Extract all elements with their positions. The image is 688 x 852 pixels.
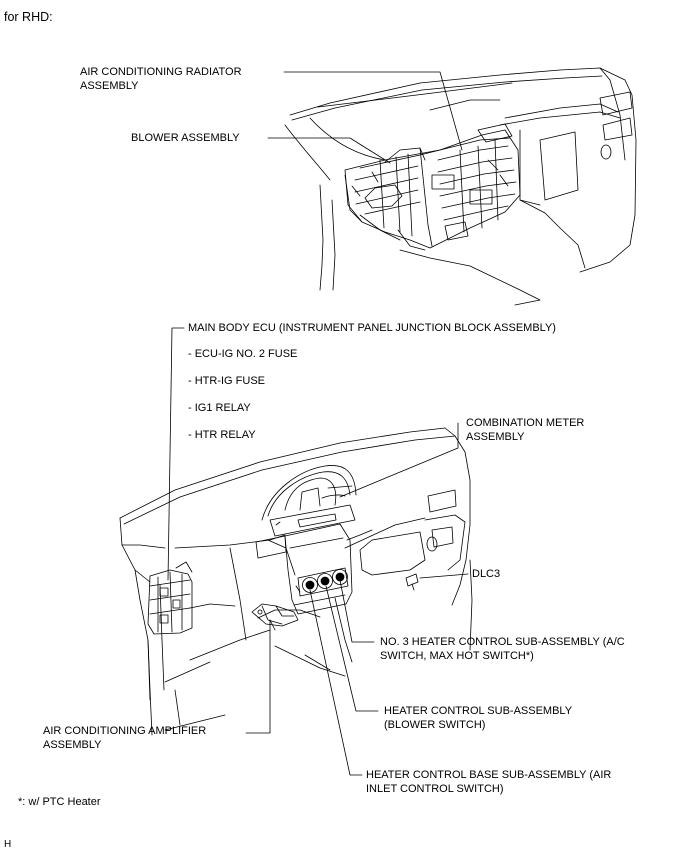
heater-control-base-label-line1: HEATER CONTROL BASE SUB-ASSEMBLY (AIR bbox=[366, 769, 612, 781]
heater-knob-left bbox=[302, 577, 318, 593]
bottom-leader-lines bbox=[167, 327, 469, 776]
ac-amplifier-label-line2: ASSEMBLY bbox=[43, 739, 102, 751]
combination-meter-drawing bbox=[261, 465, 357, 537]
bottom-dashboard-outline bbox=[119, 427, 473, 736]
radiator-label-line2: ASSEMBLY bbox=[80, 80, 139, 92]
footnote: *: w/ PTC Heater bbox=[18, 796, 101, 808]
ecu-ig-fuse-label: - ECU-IG NO. 2 FUSE bbox=[188, 348, 298, 360]
hvac-assembly-drawing bbox=[344, 123, 521, 251]
top-leader-lines bbox=[267, 71, 463, 164]
htr-ig-fuse-label: - HTR-IG FUSE bbox=[188, 375, 265, 387]
ac-amplifier-label-line1: AIR CONDITIONING AMPLIFIER bbox=[43, 725, 207, 737]
center-console-drawing bbox=[284, 523, 353, 615]
dlc3-drawing bbox=[405, 573, 419, 591]
no3-heater-control-label-line1: NO. 3 HEATER CONTROL SUB-ASSEMBLY (A/C bbox=[380, 636, 625, 648]
heater-knob-right bbox=[332, 569, 348, 585]
blower-label: BLOWER ASSEMBLY bbox=[131, 132, 240, 144]
heater-knob-center bbox=[317, 573, 333, 589]
view-title: for RHD: bbox=[4, 10, 53, 24]
heater-control-base-label-line2: INLET CONTROL SWITCH) bbox=[366, 783, 504, 795]
no3-heater-control-label-line2: SWITCH, MAX HOT SWITCH*) bbox=[380, 650, 534, 662]
top-dashboard-outline bbox=[284, 67, 637, 306]
main-body-ecu-label: MAIN BODY ECU (INSTRUMENT PANEL JUNCTION… bbox=[188, 322, 556, 334]
combination-meter-label-line1: COMBINATION METER bbox=[466, 417, 585, 429]
ig1-relay-label: - IG1 RELAY bbox=[188, 402, 251, 414]
radiator-label-line1: AIR CONDITIONING RADIATOR bbox=[80, 66, 242, 78]
dlc3-label: DLC3 bbox=[472, 568, 501, 580]
heater-control-label-line2: (BLOWER SWITCH) bbox=[384, 719, 486, 731]
main-body-ecu-drawing bbox=[147, 561, 193, 635]
ac-amplifier-drawing bbox=[251, 603, 299, 631]
htr-relay-label: - HTR RELAY bbox=[188, 429, 256, 441]
heater-control-label-line1: HEATER CONTROL SUB-ASSEMBLY bbox=[384, 705, 573, 717]
corner-mark: H bbox=[4, 839, 12, 850]
combination-meter-label-line2: ASSEMBLY bbox=[466, 431, 525, 443]
